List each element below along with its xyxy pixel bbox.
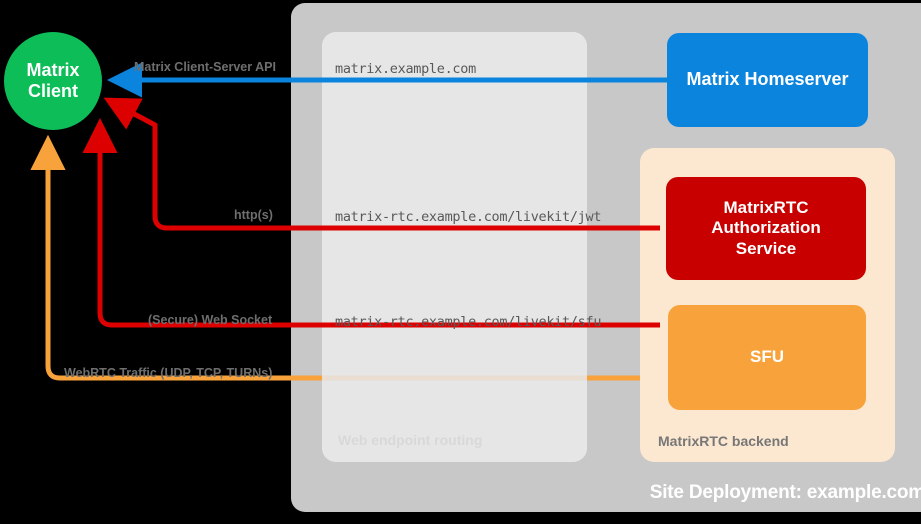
node-matrix-client[interactable]: Matrix Client [4,32,102,130]
edge-label-websocket: (Secure) Web Socket [148,313,273,327]
edge-label-https: http(s) [234,208,273,222]
edge-label-cs-api: Matrix Client-Server API [134,60,276,74]
node-matrix-homeserver[interactable]: Matrix Homeserver [667,33,868,127]
edge-webrtc-line [30,135,868,381]
node-matrix-client-label: Matrix Client [26,60,79,102]
node-matrixrtc-authorization-service[interactable]: MatrixRTC Authorization Service [666,177,866,280]
matrixrtc-backend-label: MatrixRTC backend [658,433,789,449]
web-endpoint-routing-overlay [322,32,587,462]
node-sfu[interactable]: SFU [668,305,866,410]
node-matrix-homeserver-label: Matrix Homeserver [686,69,849,90]
auth-line-2: Authorization [711,218,821,238]
node-auth-service-label: MatrixRTC Authorization Service [711,198,821,259]
url-label-matrix: matrix.example.com [335,61,476,77]
auth-line-3: Service [735,238,797,258]
edge-https-line [103,97,660,231]
edge-websocket-line [82,118,660,328]
url-label-sfu: matrix-rtc.example.com/livekit/sfu [335,314,602,330]
edge-label-webrtc: WebRTC Traffic (UDP, TCP, TURNs) [64,366,273,380]
node-sfu-label: SFU [750,347,784,367]
site-deployment-label: Site Deployment: example.com [649,482,921,503]
client-line-2: Client [27,81,78,101]
client-line-1: Matrix [26,59,80,80]
url-label-jwt: matrix-rtc.example.com/livekit/jwt [335,209,602,225]
auth-line-1: MatrixRTC [723,197,809,217]
